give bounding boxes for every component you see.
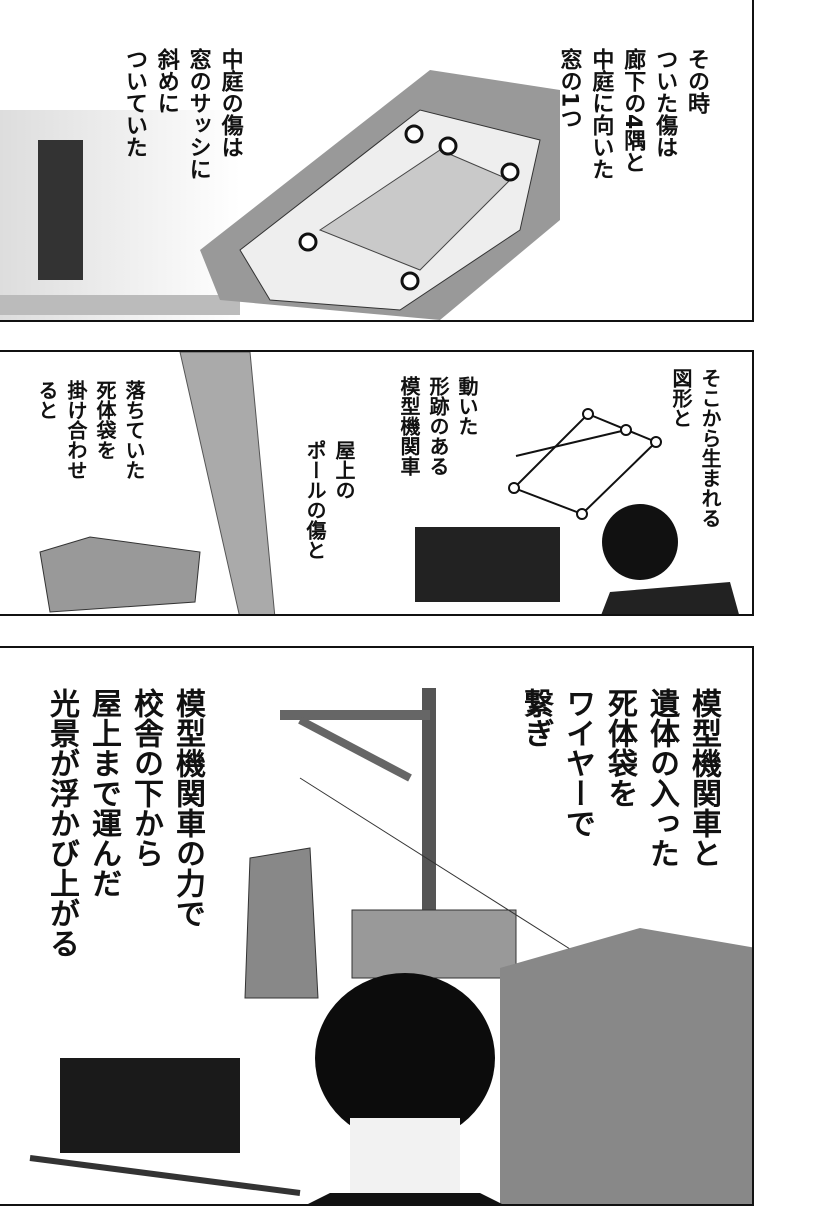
caption-line: 図形と: [669, 368, 693, 428]
caption-line: ワイヤーで: [560, 688, 595, 838]
caption-line: 斜めに: [153, 48, 179, 114]
caption-line: 中庭に向いた: [588, 48, 614, 180]
caption-line: ると: [35, 380, 59, 420]
caption-line: 屋上まで運んだ: [86, 688, 121, 898]
caption-shape: そこから生まれる図形と: [666, 368, 724, 528]
caption-body-bag: 落ちていた死体袋を掛け合わせると: [32, 380, 148, 480]
caption-scene-revealed: 模型機関車の力で校舎の下から屋上まで運んだ光景が浮かび上がる: [40, 688, 208, 958]
caption-line: ポールの傷と: [303, 440, 327, 560]
caption-rooftop-pole: 屋上のポールの傷と: [300, 440, 358, 560]
caption-line: その時: [684, 48, 709, 114]
caption-line: 落ちていた: [122, 380, 146, 480]
caption-model-train: 動いた形跡のある模型機関車: [394, 376, 481, 476]
caption-line: 廊下の4隅と: [620, 48, 646, 174]
caption-line: 中庭の傷は: [217, 48, 243, 158]
illustration-clues: [39, 352, 739, 614]
caption-line: 校舎の下から: [128, 688, 163, 868]
caption-line: 窓のサッシに: [185, 48, 211, 180]
caption-line: ついていた: [121, 48, 147, 158]
caption-courtyard-scratch: 中庭の傷は窓のサッシに斜めについていた: [118, 48, 246, 180]
caption-line: 模型機関車と: [686, 688, 721, 868]
caption-line: 屋上の: [332, 440, 356, 500]
illustration-school-building-map: [0, 70, 560, 320]
caption-line: 死体袋を: [602, 688, 637, 808]
caption-line: 形跡のある: [426, 376, 450, 476]
caption-line: 動いた: [455, 376, 479, 436]
caption-line: 模型機関車: [397, 376, 421, 476]
panel-reconstruction: 模型機関車と遺体の入った死体袋をワイヤーで繋ぎ 模型機関車の力で校舎の下から屋上…: [0, 646, 754, 1206]
caption-line: 光景が浮かび上がる: [44, 688, 79, 958]
caption-line: 窓の1つ: [556, 48, 582, 130]
caption-scratch-locations: その時ついた傷は廊下の4隅と中庭に向いた窓の1つ: [553, 48, 712, 180]
panel-courtyard-map: その時ついた傷は廊下の4隅と中庭に向いた窓の1つ 中庭の傷は窓のサッシに斜めにつ…: [0, 0, 754, 322]
caption-line: 遺体の入った: [644, 688, 679, 868]
caption-line: 繋ぎ: [518, 688, 553, 748]
caption-line: そこから生まれる: [698, 368, 722, 528]
caption-line: ついた傷は: [652, 48, 678, 158]
caption-line: 死体袋を: [93, 380, 117, 460]
caption-line: 模型機関車の力で: [170, 688, 205, 928]
panel-clues: そこから生まれる図形と 動いた形跡のある模型機関車 屋上のポールの傷と 落ちてい…: [0, 350, 754, 616]
caption-wire-connection: 模型機関車と遺体の入った死体袋をワイヤーで繋ぎ: [514, 688, 724, 868]
caption-line: 掛け合わせ: [64, 380, 88, 480]
